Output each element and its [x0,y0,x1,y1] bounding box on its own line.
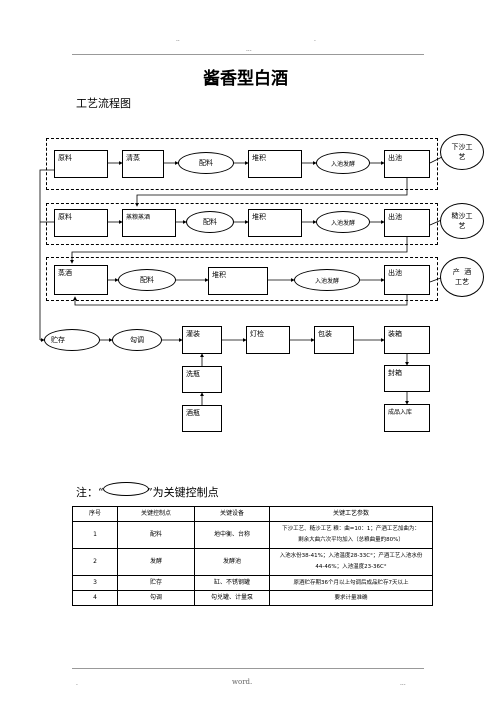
node-blending-control-point: 勾调 [112,329,162,351]
cell-point: 勾调 [117,590,195,606]
col-header-equipment: 关键设备 [194,506,270,522]
key-control-table: 序号 关键控制点 关键设备 关键工艺参数 1 配料 地中衡、台称 下沙工艺、糙沙… [72,506,433,606]
node-boxing: 装箱 [384,326,430,354]
callout-xiasha-process: 下沙工 艺 [440,134,484,170]
header-left-mark: .. [176,36,180,43]
node-bottles: 酒瓶 [182,405,222,432]
cell-params: 入池水份38-41%；入池温度28-33C°；产酒工艺入池水份 44-46%；入… [269,548,433,576]
cell-equipment: 缸、不锈钢罐 [194,575,270,591]
col-header-no: 序号 [72,506,118,522]
node-pile-2: 堆积 [248,209,302,237]
cell-equipment: 发酵池 [194,548,270,576]
node-ferment-2-control-point: 入池发酵 [316,211,370,233]
node-clear-steam: 清蒸 [122,150,164,178]
footer-rule [72,668,424,669]
table-header-row: 序号 关键控制点 关键设备 关键工艺参数 [72,506,433,522]
header-rule [72,54,424,55]
cell-params-line-2: 剩余大曲六次平均加入（总粮曲量的80%） [298,537,404,543]
node-filling: 灌装 [182,326,222,354]
page-title: 酱香型白酒 [203,69,288,89]
cell-point: 发酵 [117,548,195,576]
node-raw-material-1: 原料 [54,150,108,178]
table-row: 4 勾调 勾兑罐、计量泵 要求计量准确 [72,590,433,606]
cell-no: 1 [72,521,118,549]
table-row: 1 配料 地中衡、台称 下沙工艺、糙沙工艺 粮：曲=10：1；产酒工艺加曲为： … [72,521,433,549]
note-prefix: 注：“ [76,486,104,499]
table-row: 3 贮存 缸、不锈钢罐 原酒贮存期36个月以上勾调后成品贮存7天以上 [72,575,433,591]
group-chanjiu [46,257,438,301]
note-suffix: ”为关键控制点 [147,486,219,499]
node-mix-3-control-point: 配料 [118,269,176,291]
node-warehouse: 成品入库 [384,404,430,432]
cell-params: 原酒贮存期36个月以上勾调后成品贮存7天以上 [269,575,433,591]
footer-right-mark: ... [400,680,406,687]
node-steam-grain-distill: 蒸粮蒸酒 [122,209,176,237]
cell-no: 2 [72,548,118,576]
callout-caosha-process: 糙沙工 艺 [440,203,484,239]
node-bottle-wash: 洗瓶 [182,366,222,393]
cell-point: 配料 [117,521,195,549]
callout-chanjiu-process: 产 酒 工艺 [440,257,484,297]
node-ferment-3-control-point: 入池发酵 [294,269,360,291]
cell-params: 要求计量准确 [269,590,433,606]
cell-equipment: 地中衡、台称 [194,521,270,549]
node-out-pit-2: 出池 [384,209,430,237]
node-out-pit-1: 出池 [384,150,430,178]
node-storage-control-point: 贮存 [44,329,100,351]
node-pile-3: 堆积 [208,267,268,295]
node-lamp-inspection: 灯检 [246,326,290,354]
table-row: 2 发酵 发酵池 入池水份38-41%；入池温度28-33C°；产酒工艺入池水份… [72,548,433,576]
group-xiasha [46,138,438,190]
node-ferment-1-control-point: 入池发酵 [316,152,370,174]
note-ellipse-symbol [103,482,149,496]
footer-left-mark: . [76,680,78,687]
node-pile-1: 堆积 [248,150,302,178]
node-packaging: 包装 [314,326,354,354]
cell-params: 下沙工艺、糙沙工艺 粮：曲=10：1；产酒工艺加曲为： 剩余大曲六次平均加入（总… [269,521,433,549]
cell-equipment: 勾兑罐、计量泵 [194,590,270,606]
col-header-point: 关键控制点 [117,506,195,522]
cell-params-line-1: 下沙工艺、糙沙工艺 粮：曲=10：1；产酒工艺加曲为： [282,526,420,532]
node-mix-1-control-point: 配料 [178,152,234,174]
group-caosha [46,203,438,245]
cell-params-line-1: 入池水份38-41%；入池温度28-33C°；产酒工艺入池水份 [279,553,423,559]
cell-params-line-2: 44-46%；入池温度23-36C° [315,564,387,570]
cell-no: 3 [72,575,118,591]
cell-point: 贮存 [117,575,195,591]
node-seal-box: 封箱 [384,365,430,392]
cell-no: 4 [72,590,118,606]
footer-word: word. [232,678,253,686]
header-right-mark: . [314,36,316,43]
node-raw-material-2: 原料 [54,209,108,237]
flowchart-subtitle: 工艺流程图 [76,97,131,110]
header-center-mark: ... [246,46,252,53]
node-mix-2-control-point: 配料 [186,211,234,233]
col-header-params: 关键工艺参数 [269,506,433,522]
node-distill: 蒸酒 [54,265,108,295]
node-out-pit-3: 出池 [384,265,430,295]
